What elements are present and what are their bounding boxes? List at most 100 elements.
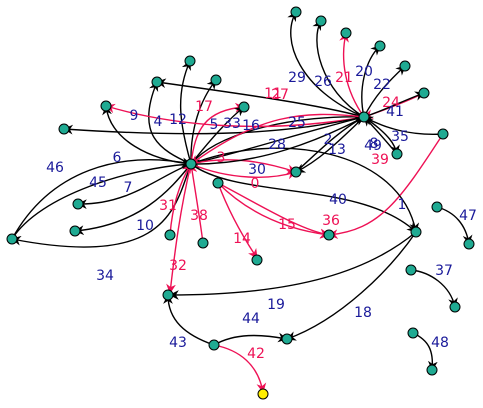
edge-40 [190,163,417,233]
edge-43 [163,294,215,346]
edge-label-41: 41 [386,104,404,120]
edge-2 [295,116,365,173]
edge-label-1: 1 [398,197,407,213]
edge-6 [102,105,192,165]
graph-node-n-ad [449,301,461,313]
edge-46 [11,157,192,240]
edge-label-19: 19 [267,297,285,313]
edge-label-42: 42 [247,346,265,362]
edge-label-17: 17 [195,99,213,115]
graph-node-n-r [212,177,224,189]
edge-28 [190,114,365,165]
graph-node-n-s [72,198,84,210]
edge-label-38: 38 [190,208,208,224]
graph-node-n-y [410,226,422,238]
edge-7 [77,163,192,210]
edge-label-7: 7 [124,180,133,196]
graph-node-n-f [374,40,386,52]
edge-42 [213,344,267,393]
edge-36 [217,182,330,239]
edge-9 [147,81,192,165]
graph-node-n-ak [257,388,269,400]
edge-label-24: 24 [382,95,400,111]
graph-node-n-p [391,148,403,160]
edge-label-44: 44 [242,311,260,327]
edge-label-37: 37 [435,263,453,279]
graph-node-n-ah [407,327,419,339]
edge-label-13: 13 [328,142,346,158]
edge-3 [190,159,297,174]
edge-label-4: 4 [154,114,163,130]
edge-14 [217,182,258,259]
edge-label-9: 9 [130,108,139,124]
edge-label-21: 21 [335,70,353,86]
graph-node-n-ac [405,264,417,276]
edge-label-25: 25 [288,115,306,131]
edge-label-29: 29 [288,70,306,86]
edge-label-35: 35 [391,129,409,145]
edge-44 [213,332,288,346]
edge-1 [190,147,420,233]
graph-node-n-i [184,55,196,67]
edge-26 [312,20,365,118]
graph-node-n-w [197,237,209,249]
edge-label-45: 45 [89,175,107,191]
edge-19 [169,231,417,300]
graph-node-n-ag [208,339,220,351]
edge-34 [11,163,192,248]
edge-label-46: 46 [46,160,64,176]
graph-node-n-k [151,76,163,88]
edge-21 [339,32,365,118]
edge-label-22: 22 [373,77,391,93]
graph-node-n-n [58,123,70,135]
edge-label-27: 27 [271,87,289,103]
edge-label-2: 2 [324,132,333,148]
edge-label-32: 32 [169,258,187,274]
graph-node-n-c [290,6,302,18]
graph-node-n-aa [431,201,443,213]
graph-node-n-u [6,233,18,245]
edge-label-39: 39 [371,152,389,168]
edge-label-20: 20 [355,64,373,80]
edge-label-40: 40 [329,192,347,208]
graph-node-n-v [164,229,176,241]
graph-node-n-d [315,15,327,27]
edge-label-3: 3 [217,150,226,166]
graph-node-n-j [210,74,222,86]
edge-label-8: 8 [370,136,379,152]
edge-label-33: 33 [223,116,241,132]
edge-4 [179,60,192,165]
edge-label-47: 47 [459,208,477,224]
graph-node-n-ae [162,289,174,301]
edge-12 [190,79,217,165]
edge-label-26: 26 [314,74,332,90]
graph-node-n-ai [426,364,438,376]
graph-node-n-z [251,254,263,266]
edge-label-49: 49 [364,138,382,154]
edge-11 [105,103,365,128]
edge-29 [287,11,365,118]
edge-45 [11,159,192,240]
edge-48 [412,332,438,371]
graph-node-n-l [100,100,112,112]
edge-label-31: 31 [159,198,177,214]
edge-label-14: 14 [233,231,251,247]
edge-label-34: 34 [96,268,114,284]
edge-label-10: 10 [136,218,154,234]
edge-label-11: 11 [264,86,282,102]
graph-node-n-q [290,166,302,178]
edge-label-43: 43 [169,335,187,351]
edge-25 [63,116,365,135]
graph-node-n-o [437,128,449,140]
edge-label-0: 0 [251,176,260,192]
edge-label-36: 36 [322,213,340,229]
edge-0 [190,163,297,180]
edge-38 [187,163,204,244]
edge-27 [190,113,365,165]
edge-label-16: 16 [242,118,260,134]
edge-label-30: 30 [248,162,266,178]
graph-node-n-m [238,101,250,113]
edge-label-6: 6 [113,150,122,166]
edge-20 [361,45,381,118]
